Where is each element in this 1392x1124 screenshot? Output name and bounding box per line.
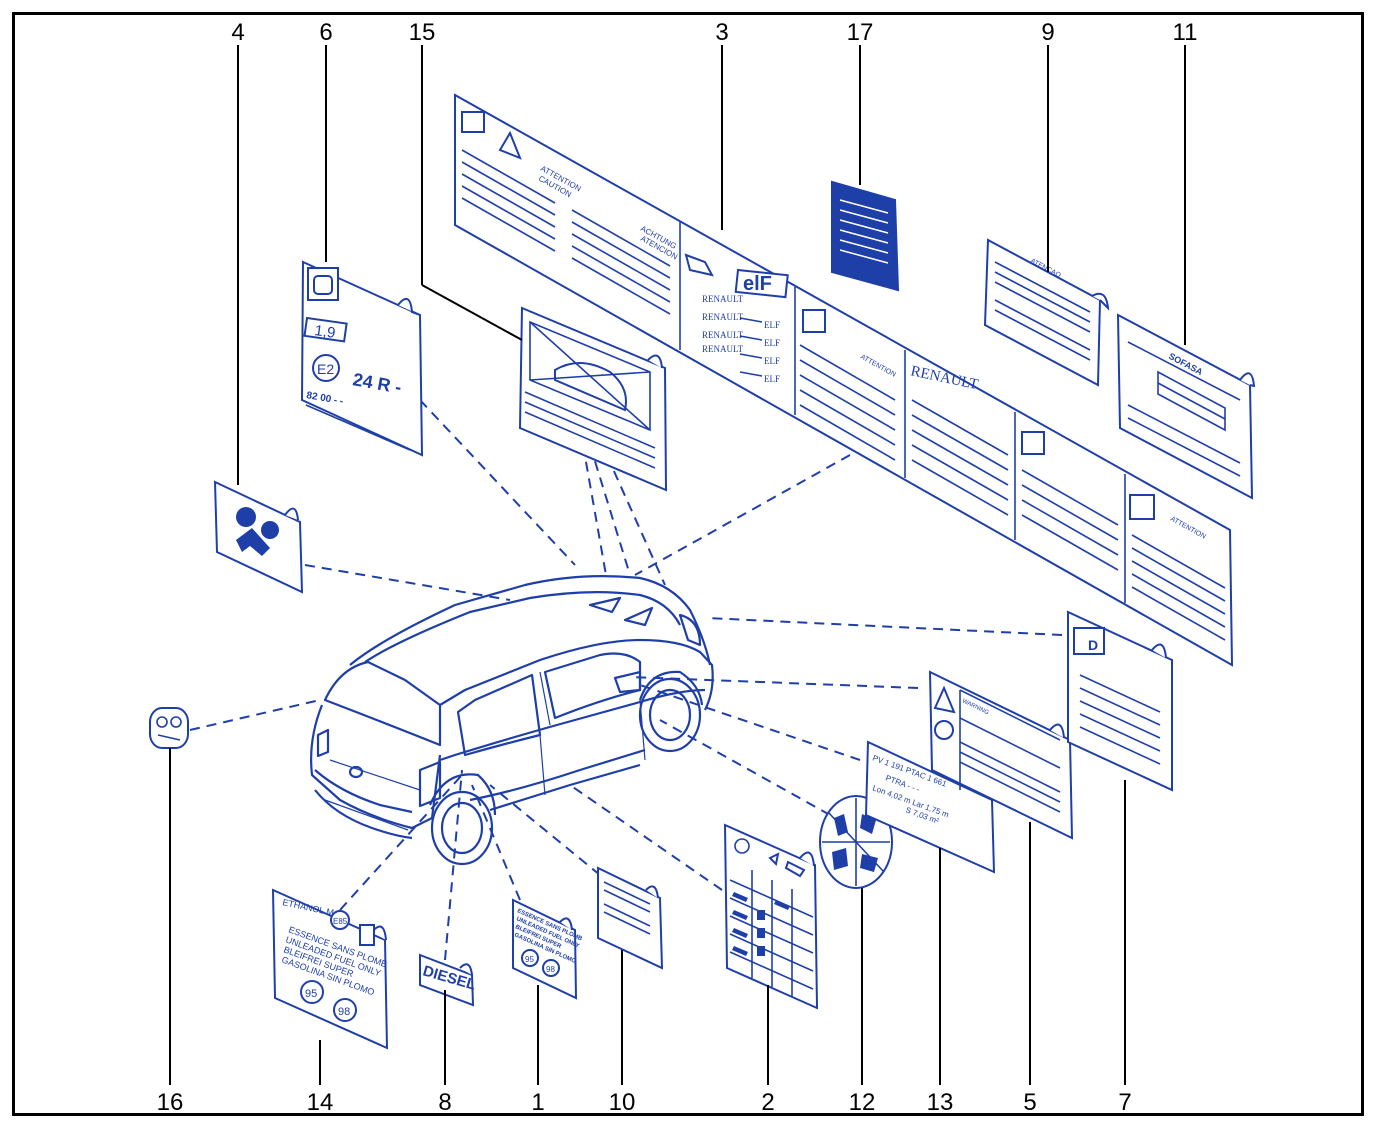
callout-13: 13 (927, 1089, 954, 1116)
svg-text:ELF: ELF (764, 338, 780, 348)
child-seat-icon (149, 707, 189, 749)
label-16-badge (149, 707, 189, 749)
car-illustration (310, 575, 714, 866)
svg-text:98: 98 (546, 965, 555, 974)
fuel-d-icon (1073, 627, 1105, 655)
label-7-diesel-info: D (1067, 610, 1173, 792)
label-17-dark-sticker (831, 180, 900, 292)
label-2-tyre-table (723, 823, 819, 1010)
callout-10: 10 (609, 1089, 636, 1116)
label-7-lines (1079, 674, 1161, 765)
label-1-unleaded: ESSENCE SANS PLOMB UNLEADED FUEL ONLY BL… (512, 898, 583, 1000)
elf-logo: elF (743, 273, 772, 295)
callout-numbers: 4 6 15 3 17 9 11 16 14 8 1 10 2 12 13 5 … (157, 19, 1198, 1116)
label-4-airbag (213, 480, 304, 594)
battery-icon (461, 111, 485, 133)
strip-text-lines-6 (1131, 534, 1226, 641)
seat-icon (834, 814, 848, 836)
callout-11: 11 (1173, 19, 1198, 46)
svg-text:RENAULT: RENAULT (702, 330, 744, 340)
label-6-tire-pressure: 1,9 E2 24 R - 82 00 - - (300, 260, 424, 457)
svg-text:95: 95 (525, 955, 534, 964)
callout-6: 6 (319, 19, 332, 46)
label-9-atencao: ATENCAO (983, 238, 1110, 387)
callout-16: 16 (157, 1089, 184, 1116)
svg-text:95: 95 (305, 988, 317, 1000)
warning-icon (933, 685, 956, 714)
strip-text-lines-3 (799, 344, 896, 461)
svg-text:RENAULT: RENAULT (702, 344, 744, 354)
label-14-fuel: ETHANOL MAX E85 ESSENCE SANS PLOMB UNLEA… (271, 888, 389, 1050)
callout-15: 15 (409, 19, 436, 46)
svg-text:RENAULT: RENAULT (702, 312, 744, 322)
warning-triangle-icon (498, 130, 522, 160)
strip-text-lines-1 (461, 149, 671, 315)
callout-2: 2 (761, 1089, 774, 1116)
label-15-jacking (518, 306, 668, 492)
svg-text:98: 98 (338, 1006, 350, 1018)
oil-can-icon (684, 253, 714, 277)
callout-3: 3 (715, 19, 728, 46)
callout-9: 9 (1041, 19, 1054, 46)
label-11-sofasa: SOFASA (1116, 313, 1256, 500)
svg-text:ELF: ELF (764, 356, 780, 366)
callout-12: 12 (849, 1089, 876, 1116)
tyre-icon (734, 838, 750, 854)
callout-8: 8 (438, 1089, 451, 1116)
callout-5: 5 (1023, 1089, 1036, 1116)
label-5-warnings: WARNING (928, 670, 1074, 840)
airbag-icon (236, 507, 256, 527)
callout-14: 14 (307, 1089, 334, 1116)
leader-lines (169, 45, 1186, 1085)
strip-text-lines-4 (911, 399, 1009, 516)
strip-text-lines-5 (1021, 469, 1119, 571)
pointer-lines (189, 399, 1063, 961)
label-13-weights: PV 1 191 PTAC 1 661 PTRA - - - Lon 4,02 … (864, 740, 996, 874)
label-3-maintenance-strip: ATTENTION CAUTION ACHTUNG ATENCION elF R… (454, 93, 1234, 667)
label-8-diesel: DIESEL (419, 953, 478, 1007)
svg-text:ELF: ELF (764, 374, 780, 384)
callout-7: 7 (1118, 1089, 1131, 1116)
svg-text:E85: E85 (333, 917, 348, 926)
gear-icon (1021, 431, 1045, 455)
svg-text:ELF: ELF (764, 320, 780, 330)
fuel-pump-icon (359, 924, 375, 946)
fan-icon (1129, 494, 1155, 520)
svg-text:D: D (1088, 637, 1098, 653)
svg-text:RENAULT: RENAULT (702, 294, 744, 304)
callout-1: 1 (531, 1089, 544, 1116)
no-symbol-icon (934, 720, 954, 740)
label-10-fuel-note (597, 866, 664, 970)
tyre-grid (729, 870, 814, 996)
label-6-value: 1,9 (313, 322, 336, 342)
label-6-e2: E2 (317, 361, 334, 377)
callout-4: 4 (231, 19, 244, 46)
callout-17: 17 (847, 19, 874, 46)
coolant-icon (802, 309, 826, 333)
